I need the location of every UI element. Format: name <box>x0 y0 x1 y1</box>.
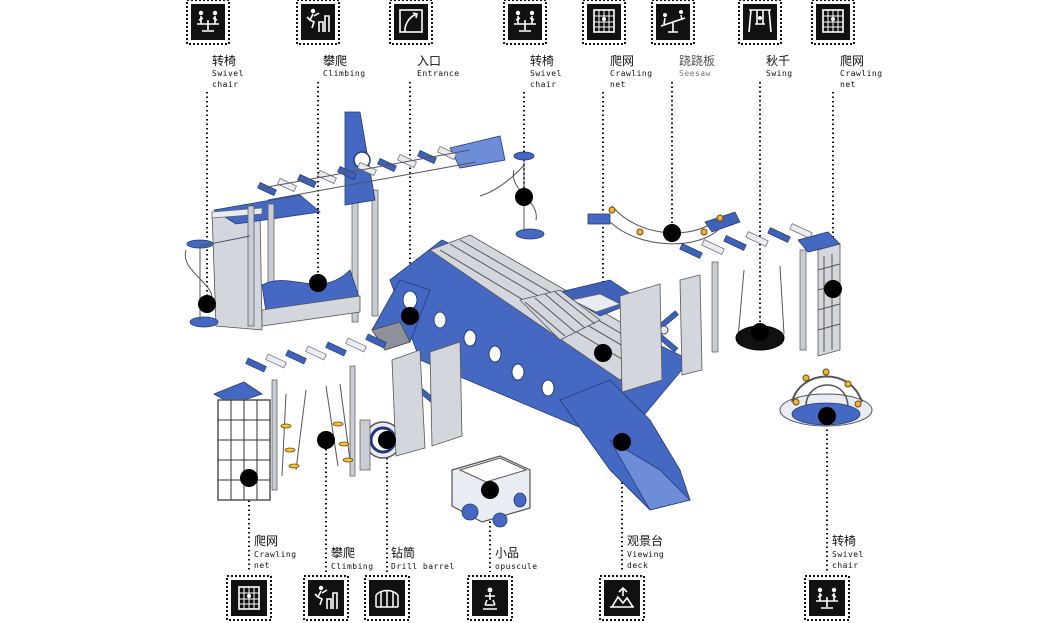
label-en-line2: chair <box>212 80 239 89</box>
label-zh: 转椅 <box>530 53 554 68</box>
marker-b4 <box>481 481 499 499</box>
label-en-line2: net <box>254 561 270 570</box>
callout-drill-barrel: 钻筒 Drill barrel <box>364 545 455 621</box>
label-en: Climbing <box>331 562 374 571</box>
callout-crawling-net-1: 爬网 Crawling net <box>582 0 653 89</box>
callouts-bottom: 爬网 Crawling net 攀爬 Climbing 钻筒 Drill bar… <box>226 533 864 621</box>
label-zh: 钻筒 <box>391 545 415 560</box>
callout-swing: 秋千 Swing <box>738 0 793 78</box>
callout-entrance: 入口 Entrance <box>389 0 460 78</box>
seesaw <box>587 205 741 245</box>
label-en: Seesaw <box>679 69 711 78</box>
label-en-line2: deck <box>627 561 648 570</box>
marker-b3 <box>378 431 396 449</box>
label-en: Crawling <box>610 69 653 78</box>
label-zh: 转椅 <box>832 533 856 548</box>
left-swivel-chair <box>184 235 251 328</box>
label-zh: 秋千 <box>766 54 790 68</box>
callout-viewing-deck: 观景台 Viewing deck <box>599 533 664 621</box>
label-en: Entrance <box>417 69 460 78</box>
label-zh: 小品 <box>495 546 519 560</box>
label-en: opuscule <box>495 562 538 571</box>
marker-t2 <box>309 274 327 292</box>
callout-swivel-chair-2: 转椅 Swivel chair <box>503 0 562 89</box>
label-en: Climbing <box>323 69 366 78</box>
center-tunnel <box>519 289 601 341</box>
label-en: Swivel <box>832 550 864 559</box>
top-swivel-chair <box>479 151 545 240</box>
marker-t1 <box>198 295 216 313</box>
label-en: Swing <box>766 69 793 78</box>
label-zh: 爬网 <box>254 534 278 548</box>
label-zh: 观景台 <box>627 533 663 548</box>
label-zh: 爬网 <box>840 54 864 68</box>
callout-opuscule: 小品 opuscule <box>467 546 538 621</box>
marker-t4 <box>515 188 533 206</box>
label-zh: 转椅 <box>212 53 236 68</box>
callout-swivel-chair-1: 转椅 Swivel chair <box>186 0 244 89</box>
left-pergola-beams <box>257 146 477 201</box>
label-en: Viewing <box>627 550 664 559</box>
label-en-line2: net <box>840 80 856 89</box>
marker-t6 <box>663 224 681 242</box>
label-zh: 爬网 <box>610 54 634 68</box>
label-zh: 跷跷板 <box>679 53 715 68</box>
callout-climbing-2: 攀爬 Climbing <box>303 546 374 621</box>
marker-b6 <box>818 407 836 425</box>
label-en: Swivel <box>530 69 562 78</box>
marker-b5 <box>613 433 631 451</box>
callout-crawling-net-2: 爬网 Crawling net <box>811 0 883 89</box>
marker-t7 <box>751 323 769 341</box>
callout-seesaw: 跷跷板 Seesaw <box>651 0 715 78</box>
label-en-line2: net <box>610 80 626 89</box>
right-pergola <box>619 223 841 393</box>
label-en: Drill barrel <box>391 562 455 571</box>
feature-markers <box>198 188 842 499</box>
marker-b2 <box>317 431 335 449</box>
label-en-line2: chair <box>530 80 557 89</box>
callouts-top: 转椅 Swivel chair 攀爬 Climbing 入口 Entrance … <box>186 0 883 89</box>
label-en: Swivel <box>212 69 244 78</box>
callout-swivel-chair-3: 转椅 Swivel chair <box>804 533 864 621</box>
label-en-line2: chair <box>832 561 859 570</box>
marker-t5 <box>594 344 612 362</box>
label-zh: 攀爬 <box>331 546 355 560</box>
marker-t8 <box>824 280 842 298</box>
label-zh: 攀爬 <box>323 54 347 68</box>
callout-crawling-net-3: 爬网 Crawling net <box>226 534 297 621</box>
left-pergola <box>211 111 506 331</box>
marker-b1 <box>240 469 258 487</box>
label-en: Crawling <box>840 69 883 78</box>
callout-climbing-1: 攀爬 Climbing <box>296 0 366 78</box>
playground-structure <box>184 111 873 528</box>
label-zh: 入口 <box>417 54 441 68</box>
marker-t3 <box>401 307 419 325</box>
label-en: Crawling <box>254 550 297 559</box>
